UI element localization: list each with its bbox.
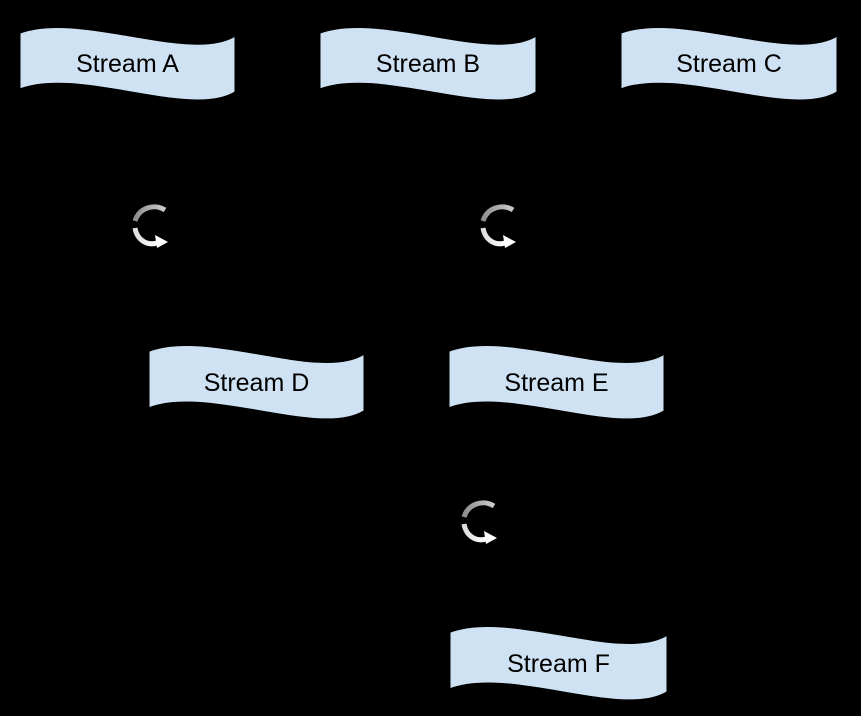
loop-arrow-head <box>484 531 497 544</box>
node-stream-f: Stream F <box>449 624 668 701</box>
loop-arrow-icon <box>480 204 516 248</box>
loop-arrow-bottom-arc <box>480 227 506 247</box>
loop-arrow-head <box>155 235 168 248</box>
wave-shape <box>148 344 365 420</box>
wave-shape <box>620 26 838 101</box>
loop-arrow-head <box>503 235 516 248</box>
wave-shape <box>319 26 537 101</box>
node-stream-c: Stream C <box>620 25 838 101</box>
loop-arrow-top-arc <box>480 204 515 222</box>
wave-shape <box>448 344 665 420</box>
wave-path <box>448 344 665 420</box>
loop-arrow-bottom-arc <box>132 227 158 247</box>
loop-arrow-icon <box>461 500 497 544</box>
node-stream-e: Stream E <box>448 343 665 420</box>
loop-arrow-top-arc <box>132 204 167 222</box>
loop-arrow-bottom-arc <box>461 523 487 543</box>
node-stream-b: Stream B <box>319 25 537 101</box>
wave-path <box>19 26 236 101</box>
node-stream-d: Stream D <box>148 343 365 420</box>
wave-path <box>620 26 838 101</box>
wave-path <box>319 26 537 101</box>
wave-path <box>148 344 365 420</box>
loop-arrow-top-arc <box>461 500 496 518</box>
wave-path <box>449 625 668 701</box>
node-stream-a: Stream A <box>19 25 236 101</box>
wave-shape <box>19 26 236 101</box>
wave-shape <box>449 625 668 701</box>
loop-arrow-icon <box>132 204 168 248</box>
